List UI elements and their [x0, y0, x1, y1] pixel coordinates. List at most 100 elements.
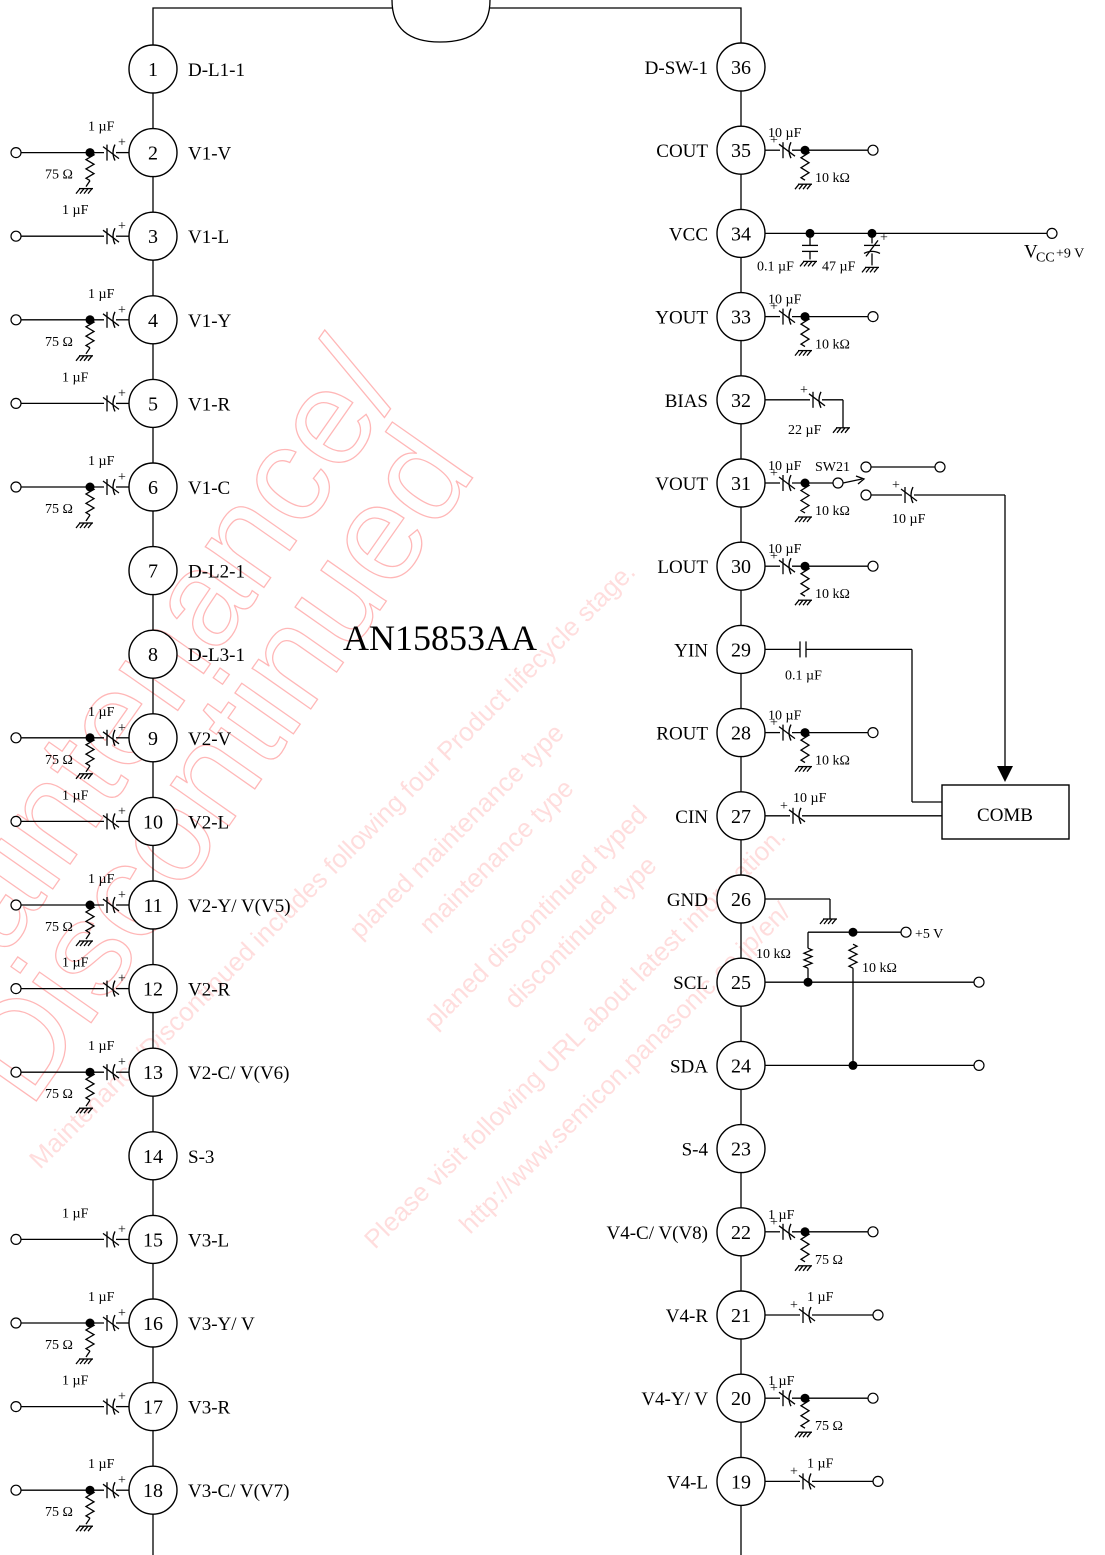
resistor-value: 75 Ω: [45, 335, 73, 350]
capacitor-polarity: +: [118, 219, 126, 234]
ground-hatch: [840, 427, 846, 434]
terminal: [10, 1317, 22, 1329]
terminal: [10, 815, 22, 828]
ground-hatch: [75, 940, 81, 947]
resistor: [84, 319, 96, 349]
pin-number: 9: [148, 728, 158, 750]
ground-hatch: [794, 599, 800, 606]
capacitor-slash: [102, 229, 120, 243]
pin-label: V2-R: [188, 980, 231, 1001]
pin-label: V3-L: [188, 1230, 229, 1251]
capacitor-value: 22 µF: [788, 423, 822, 438]
chip-edge: [490, 7, 742, 1555]
capacitor-value: 47 µF: [822, 259, 856, 274]
ground-hatch: [873, 266, 879, 273]
capacitor-plate: [112, 1398, 116, 1415]
wire: [85, 180, 91, 187]
capacitor-slash: [808, 393, 826, 407]
capacitor-polarity: +: [118, 1473, 126, 1488]
pin-number: 1: [148, 59, 158, 81]
resistor: [799, 149, 811, 181]
capacitor-value: 1 µF: [807, 1456, 834, 1471]
wire: [85, 347, 91, 355]
ground-hatch: [798, 1431, 804, 1438]
terminal: [832, 477, 844, 489]
ground-hatch: [79, 773, 85, 780]
capacitor-polarity: +: [118, 721, 126, 736]
capacitor-slash: [778, 310, 796, 324]
pin-23: 23S-4: [682, 1123, 766, 1174]
pin-number: 22: [731, 1222, 751, 1244]
terminal: [867, 144, 879, 156]
capacitor-value: 1 µF: [88, 872, 115, 887]
pin-label: V1-R: [188, 394, 231, 415]
terminal: [10, 1233, 22, 1246]
ground-hatch: [823, 918, 829, 925]
terminal: [900, 926, 912, 938]
pin-label: V4-Y/ V: [641, 1389, 708, 1410]
capacitor-polarity: +: [790, 1464, 798, 1479]
pin-label: LOUT: [657, 557, 708, 578]
ground-hatch: [819, 918, 825, 925]
ground-hatch: [798, 516, 804, 523]
ground-hatch: [794, 183, 800, 190]
ground-hatch: [87, 773, 93, 780]
pin-number: 30: [731, 556, 751, 578]
ground-hatch: [87, 355, 93, 362]
pin-label: V4-C/ V(V8): [606, 1223, 708, 1244]
capacitor-polarity: +: [118, 1222, 126, 1237]
pin-label: V2-Y/ V(V5): [188, 896, 291, 917]
terminal: [867, 560, 879, 572]
capacitor-value: 1 µF: [768, 1208, 795, 1223]
capacitor-slash: [778, 559, 796, 573]
terminal: [872, 1309, 884, 1321]
ground-hatch: [798, 766, 804, 773]
capacitor-slash: [102, 146, 120, 160]
capacitor-plate: [788, 474, 792, 492]
resistor-value: 75 Ω: [815, 1253, 843, 1268]
pin-circle: [128, 629, 178, 679]
capacitor-value: 10 µF: [768, 709, 802, 724]
ground-hatch: [798, 350, 804, 357]
pin-label: D-SW-1: [645, 58, 708, 79]
capacitor-slash: [865, 240, 879, 257]
pin-circle: [716, 42, 766, 92]
pin-number: 10: [143, 811, 163, 833]
terminal: [10, 1400, 22, 1413]
pin-number: 7: [148, 561, 158, 583]
ground-hatch: [79, 1107, 85, 1114]
capacitor-slash: [102, 396, 120, 410]
pin-label: YIN: [674, 640, 708, 661]
capacitor-plate: [112, 1063, 116, 1081]
pin-label: VCC: [669, 224, 708, 245]
capacitor-polarity: +: [770, 466, 778, 481]
ground-hatch: [861, 266, 867, 273]
watermark: Maintenance/DiscontinuedMaintenance/Disc…: [0, 315, 797, 1254]
pin-label: ROUT: [656, 724, 708, 745]
pin-number: 25: [731, 972, 751, 994]
resistor: [84, 1322, 96, 1352]
terminal: [10, 147, 22, 159]
capacitor-polarity: +: [118, 1055, 126, 1070]
wire: [85, 932, 91, 940]
pin-label: V4-R: [666, 1306, 709, 1327]
pin-number: 18: [143, 1480, 163, 1502]
capacitor-slash: [102, 1316, 120, 1330]
terminal: [10, 732, 22, 744]
pin-number: 6: [148, 477, 158, 499]
capacitor-plate: [112, 1481, 116, 1499]
ground-hatch: [811, 260, 817, 267]
pin-label: BIAS: [665, 391, 708, 412]
ground-hatch: [83, 1525, 89, 1532]
ground-hatch: [79, 522, 85, 529]
resistor-value: 75 Ω: [815, 1419, 843, 1434]
